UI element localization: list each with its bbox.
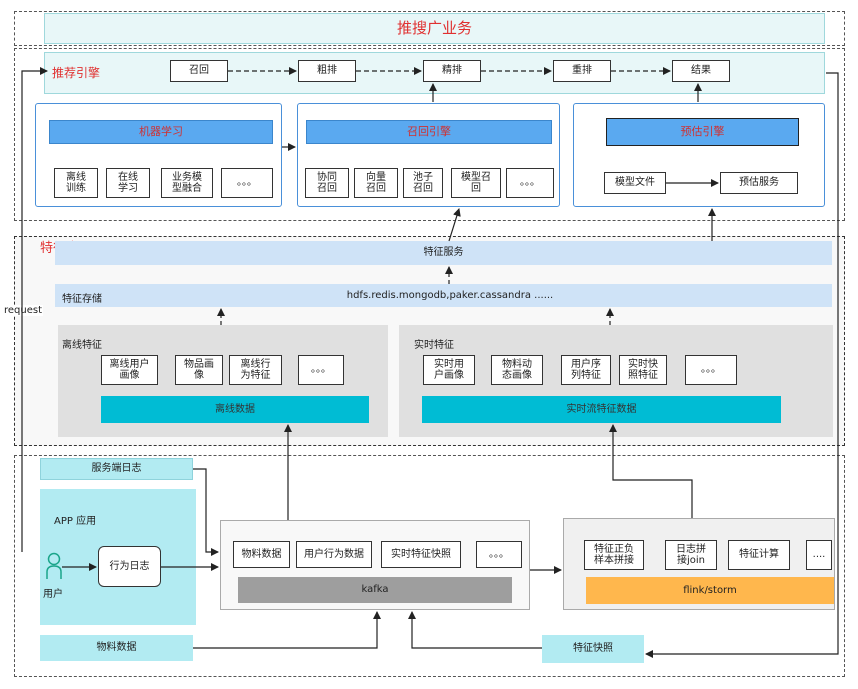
kafka-more: 。。。 xyxy=(476,541,522,568)
feature-storage-bar xyxy=(55,284,832,307)
feature-storage-value: hdfs.redis.mongodb,paker.cassandra .....… xyxy=(346,289,554,301)
kafka-material-data: 物料数据 xyxy=(233,541,290,568)
realtime-feature-title: 实时特征 xyxy=(414,340,454,351)
engine-frame xyxy=(14,48,845,221)
realtime-stream-data: 实时流特征数据 xyxy=(422,396,781,423)
pipeline-recall: 召回 xyxy=(170,60,228,82)
flink-label: flink/storm xyxy=(586,577,834,604)
realtime-more: 。。。 xyxy=(685,355,737,385)
data-layer-frame xyxy=(14,455,845,677)
kafka-user-behavior-data: 用户行为数据 xyxy=(296,541,372,568)
realtime-item-profile: 物料动 态画像 xyxy=(491,355,543,385)
predict-model-file: 模型文件 xyxy=(604,172,666,194)
feature-service: 特征服务 xyxy=(55,241,832,265)
offline-data: 离线数据 xyxy=(101,396,369,423)
offline-feature-title: 离线特征 xyxy=(62,340,102,351)
offline-behavior-feature: 离线行 为特征 xyxy=(229,355,282,385)
flink-sample-join: 特征正负 样本拼接 xyxy=(584,540,644,570)
recall-more: 。。。 xyxy=(506,168,554,198)
pipeline-fine-rank: 精排 xyxy=(423,60,481,82)
pipeline-result: 结果 xyxy=(672,60,730,82)
kafka-label: kafka xyxy=(238,577,512,603)
recall-model: 模型召 回 xyxy=(451,168,501,198)
realtime-snapshot-feature: 实时快 照特征 xyxy=(619,355,667,385)
app-title: APP 应用 xyxy=(54,516,97,527)
flink-more: .... xyxy=(806,540,832,570)
predict-service: 预估服务 xyxy=(720,172,798,194)
feature-storage-label: 特征存储 xyxy=(62,294,102,305)
flink-log-join: 日志拼 接join xyxy=(665,540,717,570)
pipeline-rerank: 重排 xyxy=(553,60,611,82)
ml-model-fusion: 业务模 型融合 xyxy=(161,168,213,198)
feature-snapshot: 特征快照 xyxy=(542,635,644,663)
recall-title: 召回引擎 xyxy=(306,120,552,144)
offline-item-profile: 物品画 像 xyxy=(175,355,223,385)
user-sequence-feature: 用户序 列特征 xyxy=(561,355,611,385)
predict-title: 预估引擎 xyxy=(606,118,799,146)
recall-pool: 池子 召回 xyxy=(403,168,443,198)
recall-vector: 向量 召回 xyxy=(354,168,398,198)
offline-user-profile: 离线用户 画像 xyxy=(101,355,158,385)
ml-title: 机器学习 xyxy=(49,120,273,144)
server-log: 服务端日志 xyxy=(40,458,193,480)
kafka-realtime-snapshot: 实时特征快照 xyxy=(381,541,461,568)
ml-online-learning: 在线 学习 xyxy=(106,168,150,198)
pipeline-coarse-rank: 粗排 xyxy=(298,60,356,82)
user-label: 用户 xyxy=(43,589,63,600)
realtime-user-profile: 实时用 户画像 xyxy=(423,355,475,385)
engine-title: 推荐引擎 xyxy=(52,66,101,80)
recall-collaborative: 协同 召回 xyxy=(305,168,349,198)
user-icon xyxy=(44,552,64,582)
behavior-log: 行为日志 xyxy=(98,546,161,587)
business-frame xyxy=(14,11,845,46)
material-data-source: 物料数据 xyxy=(40,635,193,661)
offline-more: 。。。 xyxy=(298,355,344,385)
ml-offline-training: 离线 训练 xyxy=(54,168,98,198)
request-label: request xyxy=(3,305,44,316)
business-title: 推搜广业务 xyxy=(44,13,825,44)
flink-feature-compute: 特征计算 xyxy=(728,540,790,570)
ml-more: 。。。 xyxy=(221,168,273,198)
